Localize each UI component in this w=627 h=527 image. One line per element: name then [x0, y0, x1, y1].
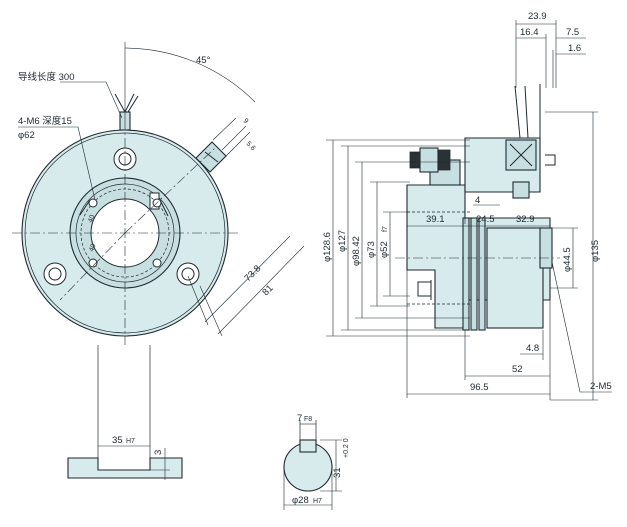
- dia-52-tol: f7: [382, 226, 389, 232]
- lead-wire-label: 导线长度 300: [18, 71, 75, 83]
- mounting-hole: [43, 262, 67, 286]
- dim-52: 52: [512, 364, 523, 375]
- dim-81: 81: [260, 283, 275, 298]
- dia-98-42: φ98.42: [351, 236, 362, 266]
- diameter-dims: φ128.6 φ127 φ98.42 φ73 φ52 f7 φ44.5 φ135: [322, 111, 601, 401]
- mounting-hole: [176, 262, 200, 286]
- side-view: φ128.6 φ127 φ98.42 φ73 φ52 f7 φ44.5 φ135…: [322, 11, 612, 401]
- dia-127: φ127: [337, 230, 348, 252]
- dim-96-5: 96.5: [470, 382, 489, 393]
- front-view: 45° 导线长度 300 4-M6 深度15 φ62 40 40 9 5.6 7…: [12, 42, 305, 345]
- dim-5-6: 5.6: [245, 140, 257, 152]
- bottom-dims: 4.8 52 96.5 2-M5: [406, 261, 612, 400]
- screws-2-m5: 2-M5: [590, 381, 612, 392]
- dim-40-a: 40: [87, 214, 96, 224]
- middle-dims: 4 39.1 24.5 32.9: [407, 190, 550, 227]
- dia-73: φ73: [366, 241, 377, 258]
- angle-label: 45°: [196, 55, 211, 66]
- dim-39-1: 39.1: [426, 214, 445, 225]
- dia-135: φ135: [590, 240, 601, 262]
- dim-31-tol: +0.2 0: [343, 438, 350, 458]
- dim-28-tol: H7: [313, 498, 322, 505]
- dia-44-5: φ44.5: [562, 247, 573, 272]
- dim-7-tol: F8: [304, 416, 312, 423]
- dim-3: 3: [153, 450, 164, 455]
- dim-9: 9: [242, 117, 250, 125]
- pcd-label: φ62: [18, 130, 35, 141]
- dim-35-tol: H7: [126, 438, 135, 445]
- tapped-holes-label: 4-M6 深度15: [18, 115, 72, 127]
- dim-35-value: 35: [112, 435, 123, 446]
- dim-32-9: 32.9: [516, 214, 535, 225]
- lead-wire: [114, 93, 139, 131]
- dia-128-6: φ128.6: [322, 232, 333, 262]
- keyed-bore-detail: 7 F8 31 +0.2 0 φ28 H7: [283, 413, 350, 510]
- dim-40-b: 40: [88, 243, 97, 253]
- dim-4: 4: [475, 195, 480, 206]
- dim-31: 31: [332, 467, 343, 478]
- dim-7-5: 7.5: [566, 27, 579, 38]
- dim-4-8: 4.8: [526, 343, 539, 354]
- hub-section-view: 35 H7 3: [67, 345, 183, 480]
- dia-52: φ52: [379, 241, 390, 258]
- dim-35: 35: [112, 435, 123, 446]
- dim-16-4: 16.4: [520, 27, 539, 38]
- top-dims: 23.9 16.4 7.5 1.6: [515, 11, 586, 88]
- dim-1-6: 1.6: [568, 43, 581, 54]
- dim-24-5: 24.5: [476, 214, 495, 225]
- dim-28: φ28: [292, 495, 309, 506]
- dim-7: 7: [297, 413, 302, 424]
- dim-23-9: 23.9: [528, 11, 547, 22]
